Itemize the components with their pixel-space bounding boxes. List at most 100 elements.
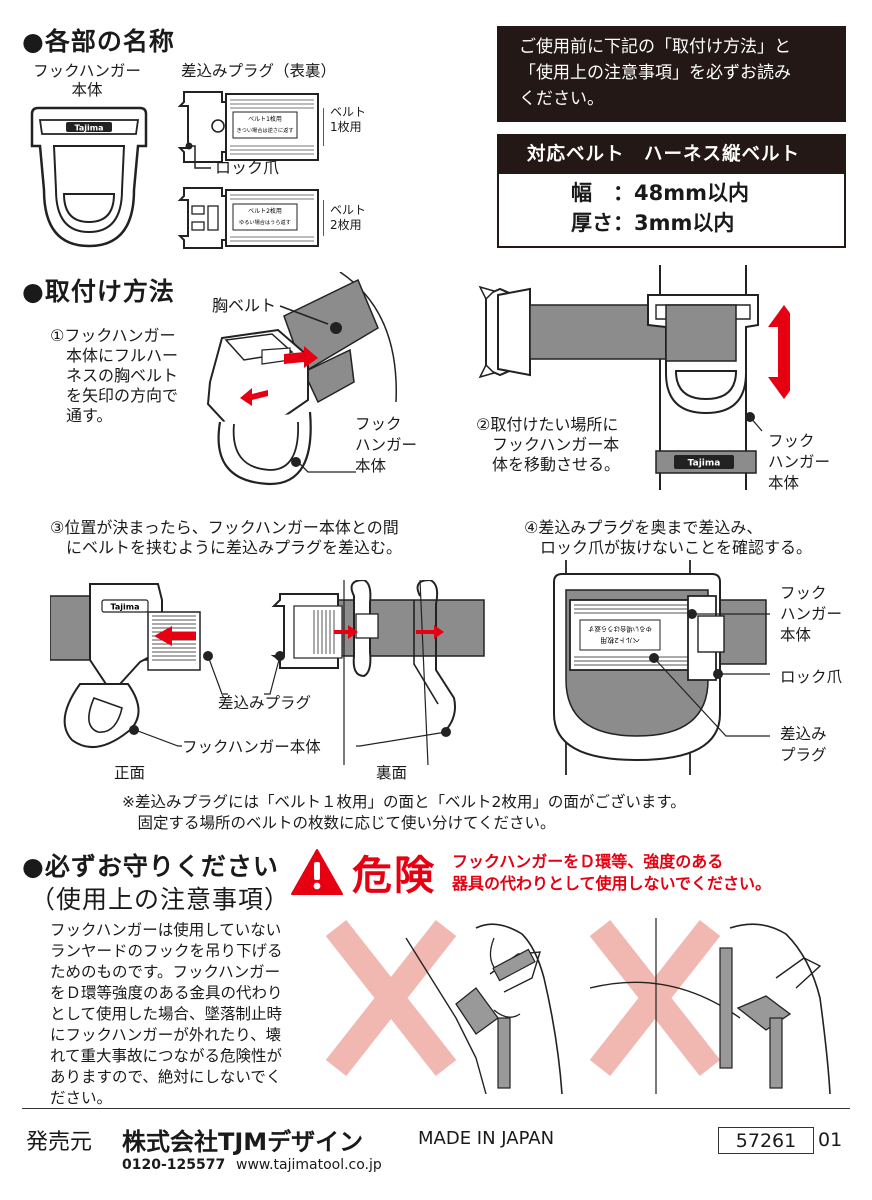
step2-brand-bottom: Tajima bbox=[688, 459, 721, 469]
phone-number: 0120-125577 bbox=[122, 1157, 226, 1173]
product-code-suffix: 01 bbox=[818, 1129, 843, 1151]
website-url: www.tajimatool.co.jp bbox=[236, 1157, 382, 1173]
step4-text: ④差込みプラグを奥まで差込み、 ロック爪が抜けないことを確認する。 bbox=[524, 518, 812, 558]
step2-line: ②取付けたい場所に bbox=[476, 415, 619, 434]
belt1-label-b: 1枚用 bbox=[330, 120, 362, 134]
belt2-label-b: 2枚用 bbox=[330, 218, 362, 232]
step4-plug-text-2: ゆるい場合はうら返す bbox=[588, 625, 652, 634]
chest-belt-label: 胸ベルト bbox=[212, 296, 277, 315]
section-subtitle-caution: （使用上の注意事項） bbox=[30, 885, 291, 914]
step2-text: ②取付けたい場所に フックハンガー本 体を移動させる。 bbox=[476, 415, 620, 475]
label-line: 差込み bbox=[780, 725, 827, 743]
danger-word: 危険 bbox=[352, 853, 436, 899]
label-line: ハンガー bbox=[355, 436, 418, 454]
company-name: 株式会社TJMデザイン bbox=[122, 1128, 364, 1156]
plug-back-text-1: ベルト2枚用 bbox=[248, 207, 282, 215]
step1-line: ネスの胸ベルト bbox=[50, 366, 179, 385]
caution-line: として使用した場合、墜落制止時 bbox=[50, 1005, 283, 1023]
step1-leader bbox=[296, 459, 356, 473]
belt2-label: ベルト 2枚用 bbox=[330, 203, 366, 233]
section-title-caution: ●必ずお守りください bbox=[22, 852, 279, 881]
caution-line: ためのものです。フックハンガー bbox=[50, 963, 281, 981]
plug-back-illustration: ベルト2枚用 ゆるい場合はうら返す bbox=[178, 187, 324, 249]
wrong-usage-1-illustration bbox=[326, 919, 563, 1094]
step3-leaders bbox=[130, 655, 447, 747]
seller-label: 発売元 bbox=[26, 1130, 93, 1155]
label-line: ハンガー bbox=[768, 453, 831, 471]
label-line: フック bbox=[355, 415, 402, 433]
step2-line: 体を移動させる。 bbox=[476, 455, 621, 474]
step1-line: 通す。 bbox=[50, 406, 113, 425]
caution-line: れて重大事故につながる危険性が bbox=[50, 1047, 283, 1065]
section-title-parts: ●各部の名称 bbox=[22, 27, 175, 56]
step3-line: ③位置が決まったら、フックハンガー本体との間 bbox=[50, 518, 399, 537]
step4-hook-body-label: フック ハンガー 本体 bbox=[780, 583, 842, 646]
spec-thickness: 厚さ：3mm以内 bbox=[571, 211, 735, 235]
label-line: ハンガー bbox=[780, 605, 843, 623]
caution-line: ランヤードのフックを吊り下げる bbox=[50, 942, 283, 960]
step1-line: を矢印の方向で bbox=[50, 386, 179, 405]
plug-label: 差込みプラグ（表裏） bbox=[181, 62, 337, 80]
section-title-install: ●取付け方法 bbox=[22, 277, 175, 306]
caution-line: にフックハンガーが外れたり、壊 bbox=[50, 1026, 282, 1044]
made-in-japan: MADE IN JAPAN bbox=[418, 1128, 555, 1149]
step3-front-brand: Tajima bbox=[110, 603, 139, 612]
step1-text: ①フックハンガー 本体にフルハー ネスの胸ベルト を矢印の方向で 通す。 bbox=[50, 326, 178, 426]
step4-line: ④差込みプラグを奥まで差込み、 bbox=[524, 518, 763, 537]
label-line: 本体 bbox=[780, 626, 812, 644]
step2-illustration: Tajima Tajima bbox=[478, 265, 790, 490]
step3-back-illustration bbox=[270, 580, 485, 765]
plug-front-illustration: ベルト1枚用 きつい場合は逆さに返す bbox=[178, 91, 324, 163]
notice-line3: ください。 bbox=[519, 89, 604, 109]
hanger-label-line2: 本体 bbox=[71, 81, 103, 99]
plug-side-note: ※差込みプラグには「ベルト１枚用」の面と「ベルト2枚用」の面がございます。 固定… bbox=[122, 792, 686, 834]
hook-hanger-body-illustration: Tajima bbox=[30, 106, 148, 248]
notice-line2: 「使用上の注意事項」を必ずお読み bbox=[519, 63, 791, 83]
step3-front-illustration: Tajima bbox=[50, 583, 213, 748]
step2-line: フックハンガー本 bbox=[476, 435, 620, 454]
plug-front-text-2: きつい場合は逆さに返す bbox=[236, 126, 293, 134]
lock-claw-label: ロック爪 bbox=[215, 158, 280, 177]
step3-text: ③位置が決まったら、フックハンガー本体との間 にベルトを挟むように差込みプラグを… bbox=[50, 518, 402, 558]
step4-line: ロック爪が抜けないことを確認する。 bbox=[524, 538, 813, 557]
lock-claw-leader bbox=[185, 142, 211, 169]
label-line: プラグ bbox=[780, 746, 827, 764]
step1-line: ①フックハンガー bbox=[50, 326, 176, 345]
belt2-label-a: ベルト bbox=[330, 203, 367, 217]
note-line: 固定する場所のベルトの枚数に応じて使い分けてください。 bbox=[122, 814, 556, 832]
hook-body-label-step3: フックハンガー本体 bbox=[182, 738, 321, 756]
belt1-label: ベルト 1枚用 bbox=[330, 105, 366, 135]
label-line: フック bbox=[768, 432, 815, 450]
step1-illustration bbox=[206, 272, 397, 486]
step2-hook-body-label: フック ハンガー 本体 bbox=[768, 431, 830, 494]
label-line: 本体 bbox=[355, 457, 387, 475]
wrong-usage-2-illustration bbox=[590, 918, 831, 1094]
caution-body: フックハンガーは使用していない ランヤードのフックを吊り下げる ためのものです。… bbox=[50, 920, 283, 1109]
danger-line: フックハンガーをＤ環等、強度のある bbox=[452, 852, 724, 871]
plug-front-text-1: ベルト1枚用 bbox=[248, 115, 282, 123]
caution-line: ださい。 bbox=[50, 1089, 113, 1107]
label-line: フック bbox=[780, 584, 827, 602]
caution-line: をＤ環等強度のある金具の代わり bbox=[50, 984, 283, 1002]
step4-lock-label: ロック爪 bbox=[780, 668, 843, 686]
caution-line: ありますので、絶対にしないでく bbox=[50, 1068, 282, 1086]
spec-width: 幅 ：48mm以内 bbox=[571, 181, 749, 205]
danger-text: フックハンガーをＤ環等、強度のある 器具の代わりとして使用しないでください。 bbox=[452, 851, 771, 895]
footer-divider bbox=[22, 1108, 850, 1109]
label-line: 本体 bbox=[768, 474, 800, 492]
back-label: 裏面 bbox=[376, 764, 408, 782]
step3-line: にベルトを挟むように差込みプラグを差込む。 bbox=[50, 538, 403, 557]
belt1-label-a: ベルト bbox=[330, 105, 367, 119]
step1-hook-body-label: フック ハンガー 本体 bbox=[355, 414, 417, 477]
warning-triangle-icon bbox=[291, 849, 343, 895]
step1-line: 本体にフルハー bbox=[50, 346, 179, 365]
step4-plug-text-1: ベルト2枚用 bbox=[600, 636, 639, 645]
belt-spec-box: 対応ベルト ハーネス縦ベルト 幅 ：48mm以内 厚さ：3mm以内 bbox=[497, 134, 846, 248]
plug-label-step3: 差込みプラグ bbox=[218, 694, 312, 712]
caution-line: フックハンガーは使用していない bbox=[50, 921, 282, 939]
plug-back-text-2: ゆるい場合はうら返す bbox=[239, 218, 291, 226]
note-line: ※差込みプラグには「ベルト１枚用」の面と「ベルト2枚用」の面がございます。 bbox=[122, 793, 686, 811]
pre-use-notice: ご使用前に下記の「取付け方法」と 「使用上の注意事項」を必ずお読み ください。 bbox=[497, 26, 846, 122]
notice-line1: ご使用前に下記の「取付け方法」と bbox=[519, 37, 791, 57]
step4-plug-label: 差込み プラグ bbox=[780, 724, 827, 766]
